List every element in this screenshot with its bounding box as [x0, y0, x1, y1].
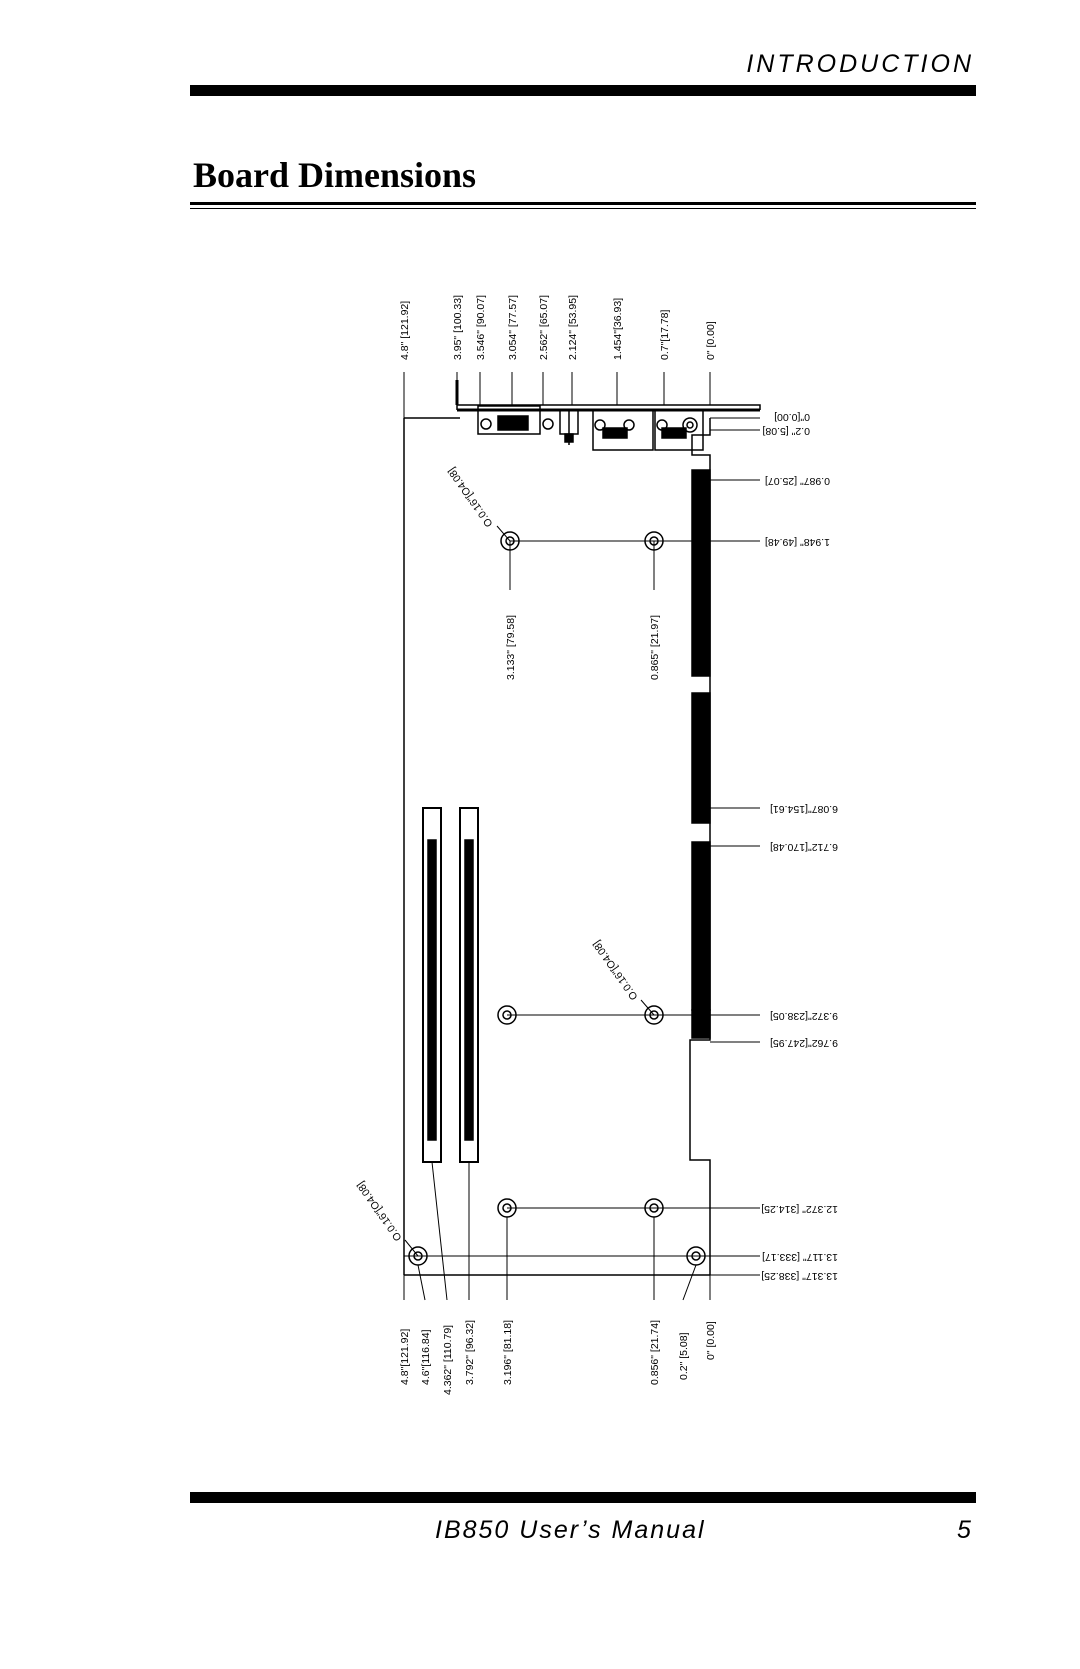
- dim-label: 0" [0.00]: [705, 1321, 717, 1360]
- dim-label: 3.95" [100.33]: [452, 295, 464, 360]
- dim-label: 4.8" [121.92]: [399, 301, 411, 360]
- dim-label: 0.2" [5.08]: [678, 1332, 690, 1380]
- dim-label: 9.762"[247.95]: [770, 1037, 838, 1049]
- mounting-holes: [404, 525, 710, 1266]
- dim-label: 13.317" [338.25]: [761, 1270, 838, 1282]
- page-title: Board Dimensions: [193, 155, 477, 195]
- dim-label: 12.372" [314.25]: [761, 1203, 838, 1215]
- dim-label: 6.087"[154.61]: [770, 803, 838, 815]
- footer-rule: [190, 1492, 976, 1503]
- top-extension-lines: [403, 372, 711, 418]
- header-rule: [190, 85, 976, 96]
- dim-label: 0"[0.00]: [774, 411, 810, 423]
- hole-label: O.0.16"[O4.08]: [591, 938, 641, 1002]
- dim-label: 0.865" [21.97]: [649, 615, 661, 680]
- dim-label: 2.562" [65.07]: [538, 295, 550, 360]
- dim-label: 0" [0.00]: [705, 321, 717, 360]
- dim-label: 1.948" [49.48]: [765, 536, 830, 548]
- dim-label: 4.8"[121.92]: [399, 1329, 411, 1385]
- dim-label: 9.372"[238.05]: [770, 1010, 838, 1022]
- hole-label: O.0.16"[O4.08]: [355, 1179, 405, 1243]
- dim-label: 0.856" [21.74]: [649, 1320, 661, 1385]
- dim-label: 1.454"[36.93]: [612, 298, 624, 360]
- title-rule-thin: [190, 208, 976, 209]
- middle-dimension-labels: 3.133" [79.58] 0.865" [21.97]: [505, 615, 661, 680]
- manual-title: IB850 User’s Manual: [435, 1516, 706, 1544]
- dim-label: 0.7"[17.78]: [659, 309, 671, 360]
- dim-label: 4.362" [110.79]: [442, 1325, 454, 1395]
- edge-connector: [691, 469, 711, 1039]
- dim-label: 6.712"[170.48]: [770, 841, 838, 853]
- page-number: 5: [957, 1516, 973, 1544]
- section-header: INTRODUCTION: [746, 50, 974, 78]
- dim-label: 3.196" [81.18]: [502, 1320, 514, 1385]
- bottom-dimension-labels: 4.8"[121.92] 4.6"[116.84] 4.362" [110.79…: [399, 1320, 717, 1395]
- memory-slots: [422, 807, 479, 1163]
- dim-label: 2.124" [53.95]: [567, 295, 579, 360]
- top-dimension-labels: 4.8" [121.92] 3.95" [100.33] 3.546" [90.…: [399, 295, 717, 360]
- dim-label: 0.987" [25.07]: [765, 475, 830, 487]
- dim-label: 3.792" [96.32]: [464, 1320, 476, 1385]
- bottom-extension-lines: [403, 1161, 711, 1301]
- right-extension-lines: [710, 417, 760, 1276]
- dim-label: 3.546" [90.07]: [475, 295, 487, 360]
- dim-label: 3.054" [77.57]: [507, 295, 519, 360]
- io-connectors: [477, 405, 704, 451]
- dim-label: 0.2" [5.08]: [762, 425, 810, 437]
- title-rule-thick: [190, 202, 976, 205]
- right-dimension-labels: 0"[0.00] 0.2" [5.08] 0.987" [25.07] 1.94…: [761, 411, 838, 1282]
- dim-label: 13.117" [333.17]: [762, 1251, 838, 1263]
- dim-label: 4.6"[116.84]: [420, 1329, 432, 1385]
- dim-label: 3.133" [79.58]: [505, 615, 517, 680]
- hole-callouts: O.0.16"[O4.08] O.0.16"[O4.08] O.0.16"[O4…: [355, 465, 641, 1243]
- hole-label: O.0.16"[O4.08]: [446, 465, 496, 529]
